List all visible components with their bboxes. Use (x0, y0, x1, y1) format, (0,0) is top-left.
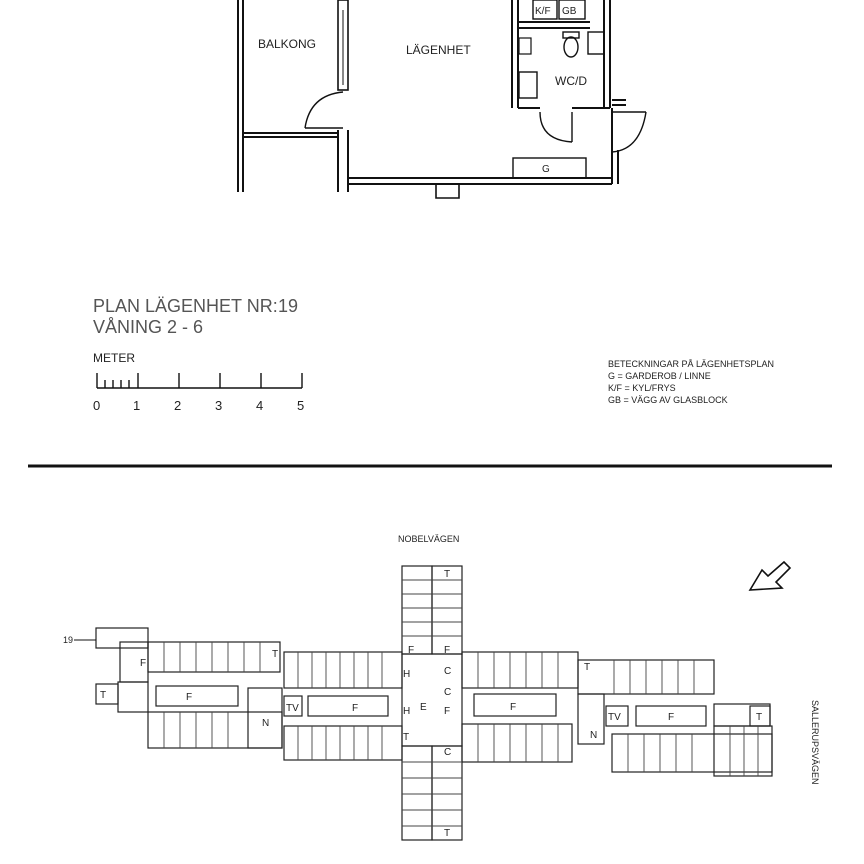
site-label-h-2: H (403, 706, 410, 717)
scale-tick-1: 1 (133, 398, 140, 413)
site-label-tv-2: TV (608, 712, 621, 723)
scale-bar (96, 373, 303, 389)
site-plan-unit-lines (163, 579, 759, 827)
site-label-f-7: F (510, 702, 516, 713)
site-label-t-7: T (756, 712, 762, 723)
site-label-f-3: F (352, 703, 358, 714)
site-label-f-2: F (186, 692, 192, 703)
scale-tick-2: 2 (174, 398, 181, 413)
legend-item-kf: K/F = KYL/FRYS (608, 383, 676, 393)
scale-label: METER (93, 351, 135, 365)
site-label-h-1: H (403, 669, 410, 680)
plan-title: PLAN LÄGENHET NR: (93, 296, 278, 316)
site-plan (95, 565, 773, 841)
site-label-t-5: T (444, 828, 450, 839)
apartment-plan (237, 0, 647, 199)
site-label-e-1: E (420, 702, 427, 713)
site-label-c-3: C (444, 747, 451, 758)
legend-heading: BETECKNINGAR PÅ LÄGENHETSPLAN (608, 359, 774, 369)
scale-tick-3: 3 (215, 398, 222, 413)
scale-tick-0: 0 (93, 398, 100, 413)
site-label-f-5: F (444, 645, 450, 656)
site-label-t-4: T (403, 732, 409, 743)
site-label-f-4: F (408, 645, 414, 656)
site-label-tv-1: TV (286, 703, 299, 714)
site-label-n-2: N (590, 730, 597, 741)
room-label-balkong: BALKONG (258, 37, 316, 51)
site-label-c-1: C (444, 666, 451, 677)
site-label-t-1: T (100, 690, 106, 701)
room-label-lagenhet: LÄGENHET (406, 43, 471, 57)
site-label-f-1: F (140, 658, 146, 669)
site-label-n-1: N (262, 718, 269, 729)
floor-range: VÅNING 2 - 6 (93, 317, 203, 337)
apartment-number: 19 (278, 296, 298, 316)
site-label-c-2: C (444, 687, 451, 698)
legend-item-gb: GB = VÄGG AV GLASBLOCK (608, 395, 728, 405)
site-label-t-6: T (584, 662, 590, 673)
site-label-t-3: T (444, 569, 450, 580)
scale-tick-5: 5 (297, 398, 304, 413)
legend-item-g: G = GARDEROB / LINNE (608, 371, 711, 381)
room-label-wc: WC/D (555, 74, 587, 88)
apt-marker-label: 19 (63, 635, 73, 645)
street-label-right: SALLERUPSVÄGEN (810, 700, 820, 785)
street-label-top: NOBELVÄGEN (398, 534, 459, 544)
room-label-kf: K/F (535, 6, 551, 17)
north-arrow-icon (748, 560, 792, 591)
scale-tick-4: 4 (256, 398, 263, 413)
site-label-f-6: F (444, 706, 450, 717)
site-label-f-8: F (668, 712, 674, 723)
room-label-g: G (542, 164, 550, 175)
site-label-t-2: T (272, 649, 278, 660)
room-label-gb: GB (562, 6, 577, 17)
